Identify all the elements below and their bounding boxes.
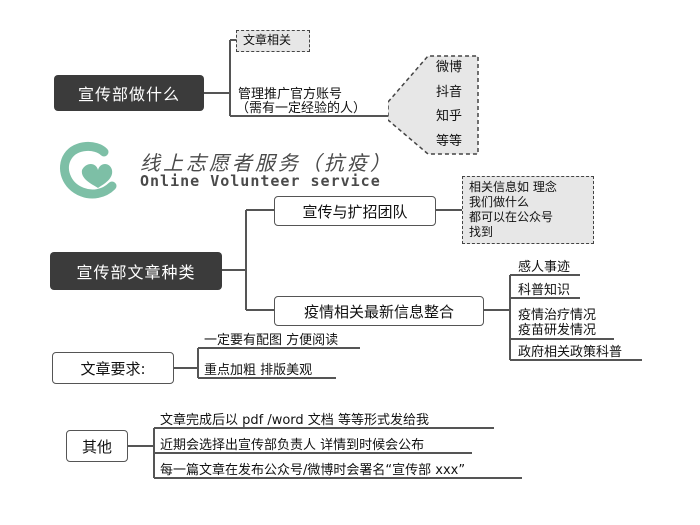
other-lead-selection: 近期会选择出宣传部负责人 详情到时候会公布: [160, 438, 425, 453]
platforms-callout: [388, 55, 479, 155]
item-policy-science: 政府相关政策科普: [518, 345, 623, 360]
platform-douyin: 抖音: [436, 85, 463, 100]
manage-accounts-line1: 管理推广官方账号: [238, 87, 343, 102]
item-touching-stories: 感人事迹: [518, 260, 571, 275]
volunteer-logo-icon: [60, 142, 117, 199]
other-submit-format: 文章完成后以 pdf /word 文档 等等形式发给我: [160, 413, 429, 428]
node-promotion-recruitment[interactable]: 宣传与扩招团队: [274, 196, 436, 226]
tag-article-related: 文章相关: [236, 30, 310, 52]
node-epidemic-info[interactable]: 疫情相关最新信息整合: [274, 296, 484, 326]
item-science-knowledge: 科普知识: [518, 283, 571, 298]
platform-weibo: 微博: [436, 60, 463, 75]
note-line-1: 相关信息如 理念: [469, 180, 557, 194]
item-treatment-status: 疫情治疗情况: [518, 308, 597, 323]
node-article-requirements[interactable]: 文章要求:: [52, 352, 174, 384]
node-article-types[interactable]: 宣传部文章种类: [50, 252, 222, 290]
note-line-3: 都可以在公众号: [469, 210, 554, 224]
node-others[interactable]: 其他: [66, 430, 128, 462]
note-line-2: 我们做什么: [469, 195, 530, 209]
manage-accounts-line2: （需有一定经验的人）: [236, 101, 367, 116]
platform-zhihu: 知乎: [436, 109, 463, 124]
note-line-4: 找到: [469, 225, 494, 239]
item-vaccine-status: 疫苗研发情况: [518, 323, 597, 338]
requirement-bold-layout: 重点加粗 排版美观: [204, 363, 313, 378]
node-what-publicity-does[interactable]: 宣传部做什么: [54, 75, 204, 111]
logo-cn-text: 线上志愿者服务（抗疫）: [140, 151, 393, 175]
note-recruitment-info: 相关信息如 理念 我们做什么 都可以在公众号 找到: [462, 176, 594, 244]
other-signature-rule: 每一篇文章在发布公众号/微博时会署名“宣传部 xxx”: [160, 463, 466, 478]
logo-en-text: Online Volunteer service: [140, 172, 381, 190]
requirement-with-images: 一定要有配图 方便阅读: [204, 333, 339, 348]
platform-etc: 等等: [436, 134, 463, 149]
